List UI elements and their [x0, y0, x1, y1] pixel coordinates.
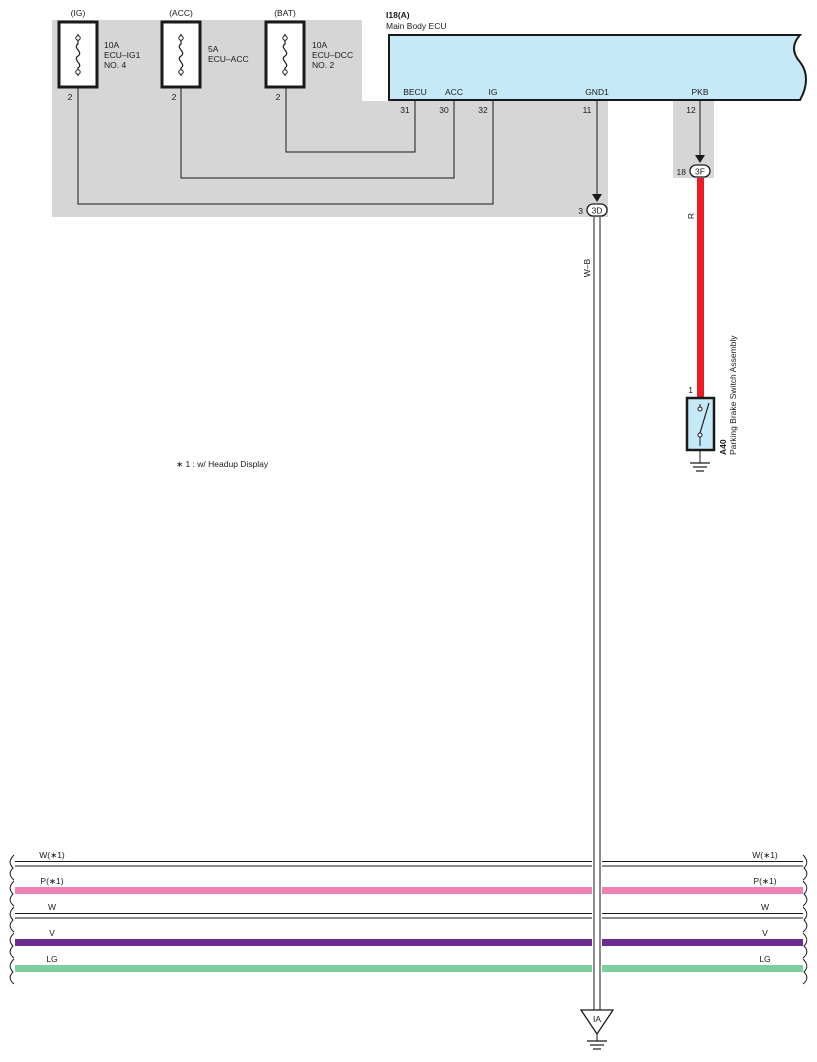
- terminal-label-gnd1: GND1: [585, 87, 609, 97]
- wire-fuse-dcc-to-becu: [285, 88, 416, 153]
- bus-wire-label-left: LG: [46, 954, 57, 964]
- bus-wire-colored: [602, 887, 803, 894]
- bus-bracket-right: [802, 906, 808, 933]
- ecu-code: I18(A): [386, 10, 410, 20]
- terminal-label-ig: IG: [489, 87, 498, 97]
- fuse-source-bat: (BAT): [274, 8, 296, 18]
- fuse-source-ig: (IG): [71, 8, 86, 18]
- connector-arrow-3d: [592, 194, 602, 202]
- bus-bracket-right: [802, 880, 808, 907]
- ecu-name: Main Body ECU: [386, 21, 446, 31]
- bus-bracket-right: [802, 932, 808, 959]
- fuse-rating: 10A: [312, 40, 327, 50]
- switch-code: A40: [718, 439, 728, 455]
- pin-number-31: 31: [400, 105, 410, 115]
- connector-3f: [689, 164, 711, 178]
- bus-wire-label-right: W: [761, 902, 769, 912]
- bus-wire-row: W(∗1) W(∗1): [9, 850, 808, 881]
- pin-number-11: 11: [583, 105, 592, 115]
- fuse-name: ECU–ACC: [208, 54, 249, 64]
- terminal-label-pkb: PKB: [691, 87, 708, 97]
- pin-number-30: 30: [439, 105, 449, 115]
- fuse-number: NO. 2: [312, 60, 334, 70]
- switch-pin: 1: [688, 385, 693, 395]
- bus-wire-label-left: P(∗1): [40, 876, 63, 886]
- bus-wire-label-right: LG: [759, 954, 770, 964]
- bus-wire-colored: [602, 965, 803, 972]
- fuse-source-acc: (ACC): [169, 8, 193, 18]
- bus-wire-label-right: V: [762, 928, 768, 938]
- fuse-rating: 5A: [208, 44, 219, 54]
- bus-wire-label-left: W(∗1): [39, 850, 65, 860]
- wire-fuse-ig1-to-ig: [77, 88, 494, 205]
- fuse-rating: 10A: [104, 40, 119, 50]
- footnote: ∗ 1 : w/ Headup Display: [176, 459, 269, 469]
- bus-wire-colored: [15, 887, 592, 894]
- fuse-name: ECU–DCC: [312, 50, 353, 60]
- bus-bracket-left: [9, 854, 15, 881]
- fuse-name: ECU–IG1: [104, 50, 141, 60]
- main-body-ecu-box: [388, 34, 807, 101]
- pin-number-32: 32: [478, 105, 488, 115]
- wire-label-wb: W–B: [582, 258, 592, 277]
- terminal-label-becu: BECU: [403, 87, 427, 97]
- wire-fuse-acc-to-acc: [180, 88, 455, 179]
- ground-point-ia: IA: [579, 1009, 615, 1050]
- bus-wire-colored: [602, 939, 803, 946]
- bus-bracket-left: [9, 958, 15, 985]
- connector-arrow-3f: [695, 155, 705, 163]
- pin-number-12: 12: [686, 105, 696, 115]
- bus-wire-label-right: P(∗1): [753, 876, 776, 886]
- ground-point-label: IA: [593, 1014, 601, 1024]
- wire-label-r: R: [686, 213, 696, 219]
- wire-r-red: [697, 178, 704, 398]
- bus-bracket-left: [9, 880, 15, 907]
- bus-wire-label-left: V: [49, 928, 55, 938]
- parking-brake-switch: 1: [685, 385, 716, 452]
- terminal-label-acc: ACC: [445, 87, 463, 97]
- switch-ground-icon: [690, 450, 710, 472]
- fuse-pin: 2: [276, 92, 281, 102]
- connector-3d: [586, 203, 608, 217]
- bus-wire-label-left: W: [48, 902, 56, 912]
- bus-wire-row: P(∗1) P(∗1): [9, 876, 808, 907]
- bus-wire-label-right: W(∗1): [752, 850, 778, 860]
- bus-wire-row: LG LG: [9, 954, 808, 985]
- fuse-ecu-acc: (ACC) 5A ECU–ACC 2: [160, 8, 249, 102]
- fuse-ecu-ig1: (IG) 10A ECU–IG1 NO. 4 2: [57, 8, 141, 102]
- bus-wire-colored: [15, 939, 592, 946]
- connector-3d-pin: 3: [578, 206, 583, 216]
- bus-wire-colored: [15, 965, 592, 972]
- fuse-pin: 2: [68, 92, 73, 102]
- bus-bracket-right: [802, 854, 808, 881]
- connector-3f-label: 3F: [695, 167, 705, 177]
- bus-bracket-left: [9, 906, 15, 933]
- fuse-number: NO. 4: [104, 60, 126, 70]
- connector-3f-pin: 18: [677, 167, 687, 177]
- bus-bracket-right: [802, 958, 808, 985]
- bus-bracket-left: [9, 932, 15, 959]
- fuse-ecu-dcc: (BAT) 10A ECU–DCC NO. 2 2: [264, 8, 353, 102]
- connector-3d-label: 3D: [592, 206, 603, 216]
- fuse-pin: 2: [172, 92, 177, 102]
- switch-name: Parking Brake Switch Assembly: [728, 335, 738, 455]
